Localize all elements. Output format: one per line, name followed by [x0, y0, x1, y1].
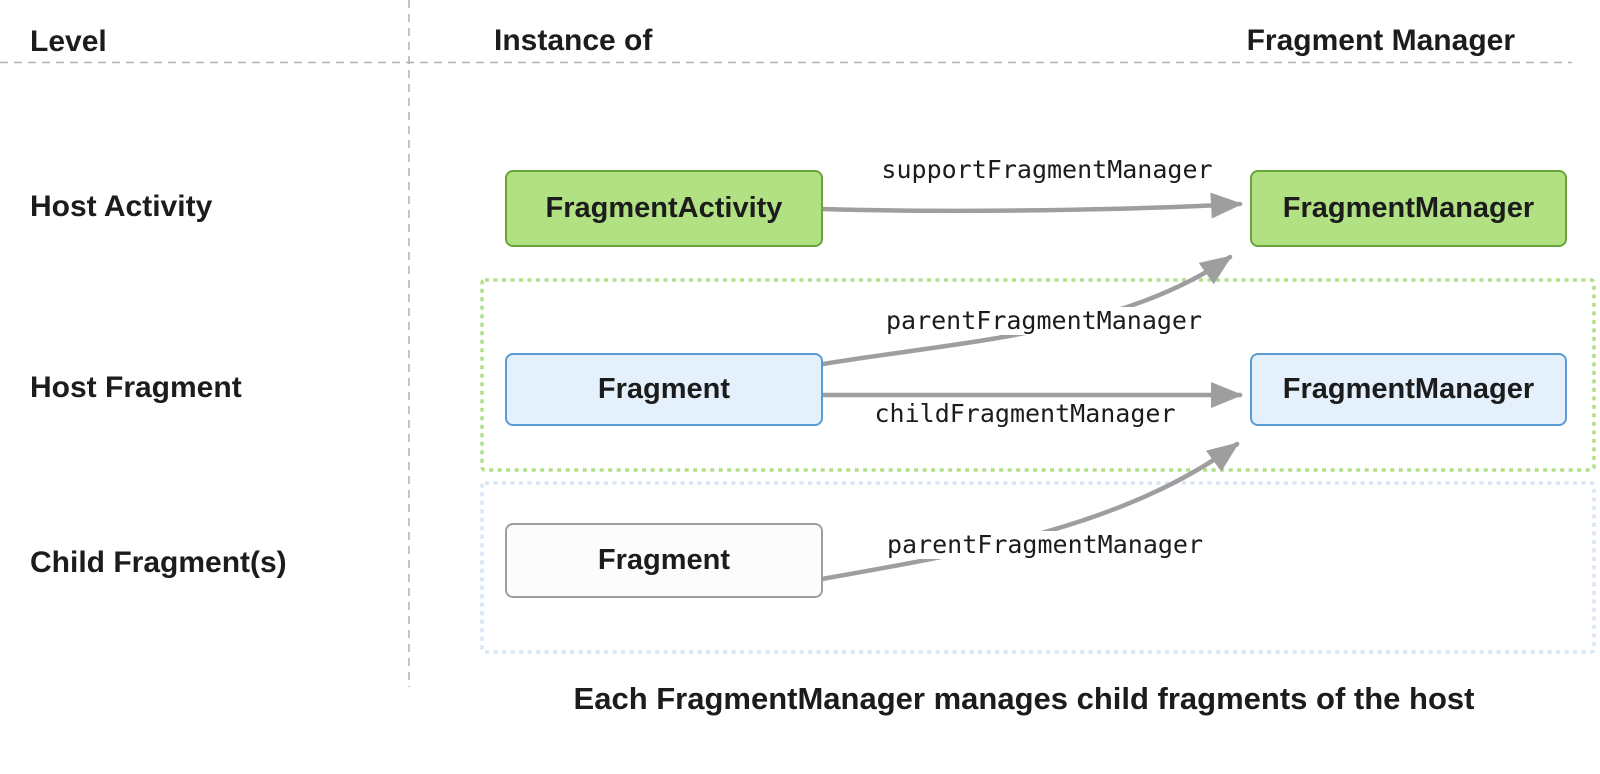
- support-fragment-manager-label: supportFragmentManager: [877, 156, 1217, 184]
- column-header-instance-of: Instance of: [494, 24, 653, 57]
- fragment-fragment-manager-box: FragmentManager: [1250, 353, 1567, 426]
- child-fragment-box: Fragment: [505, 523, 823, 598]
- child-fragment-scope-border: [480, 481, 1596, 654]
- host-fragment-scope-border: [480, 278, 1596, 472]
- host-fragment-box: Fragment: [505, 353, 823, 426]
- level-label-host-activity: Host Activity: [30, 190, 213, 223]
- host-parent-fragment-manager-label: parentFragmentManager: [881, 307, 1207, 335]
- level-label-child-fragments: Child Fragment(s): [30, 546, 287, 579]
- child-parent-fragment-manager-label: parentFragmentManager: [882, 531, 1208, 559]
- level-label-host-fragment: Host Fragment: [30, 371, 242, 404]
- activity-fragment-manager-box: FragmentManager: [1250, 170, 1567, 247]
- column-header-fragment-manager: Fragment Manager: [1246, 24, 1515, 57]
- support-fragment-manager-arrow: [820, 192, 1243, 219]
- column-header-level: Level: [30, 25, 107, 58]
- fragment-activity-box: FragmentActivity: [505, 170, 823, 247]
- child-fragment-manager-label: childFragmentManager: [870, 400, 1180, 428]
- diagram-caption: Each FragmentManager manages child fragm…: [573, 681, 1475, 716]
